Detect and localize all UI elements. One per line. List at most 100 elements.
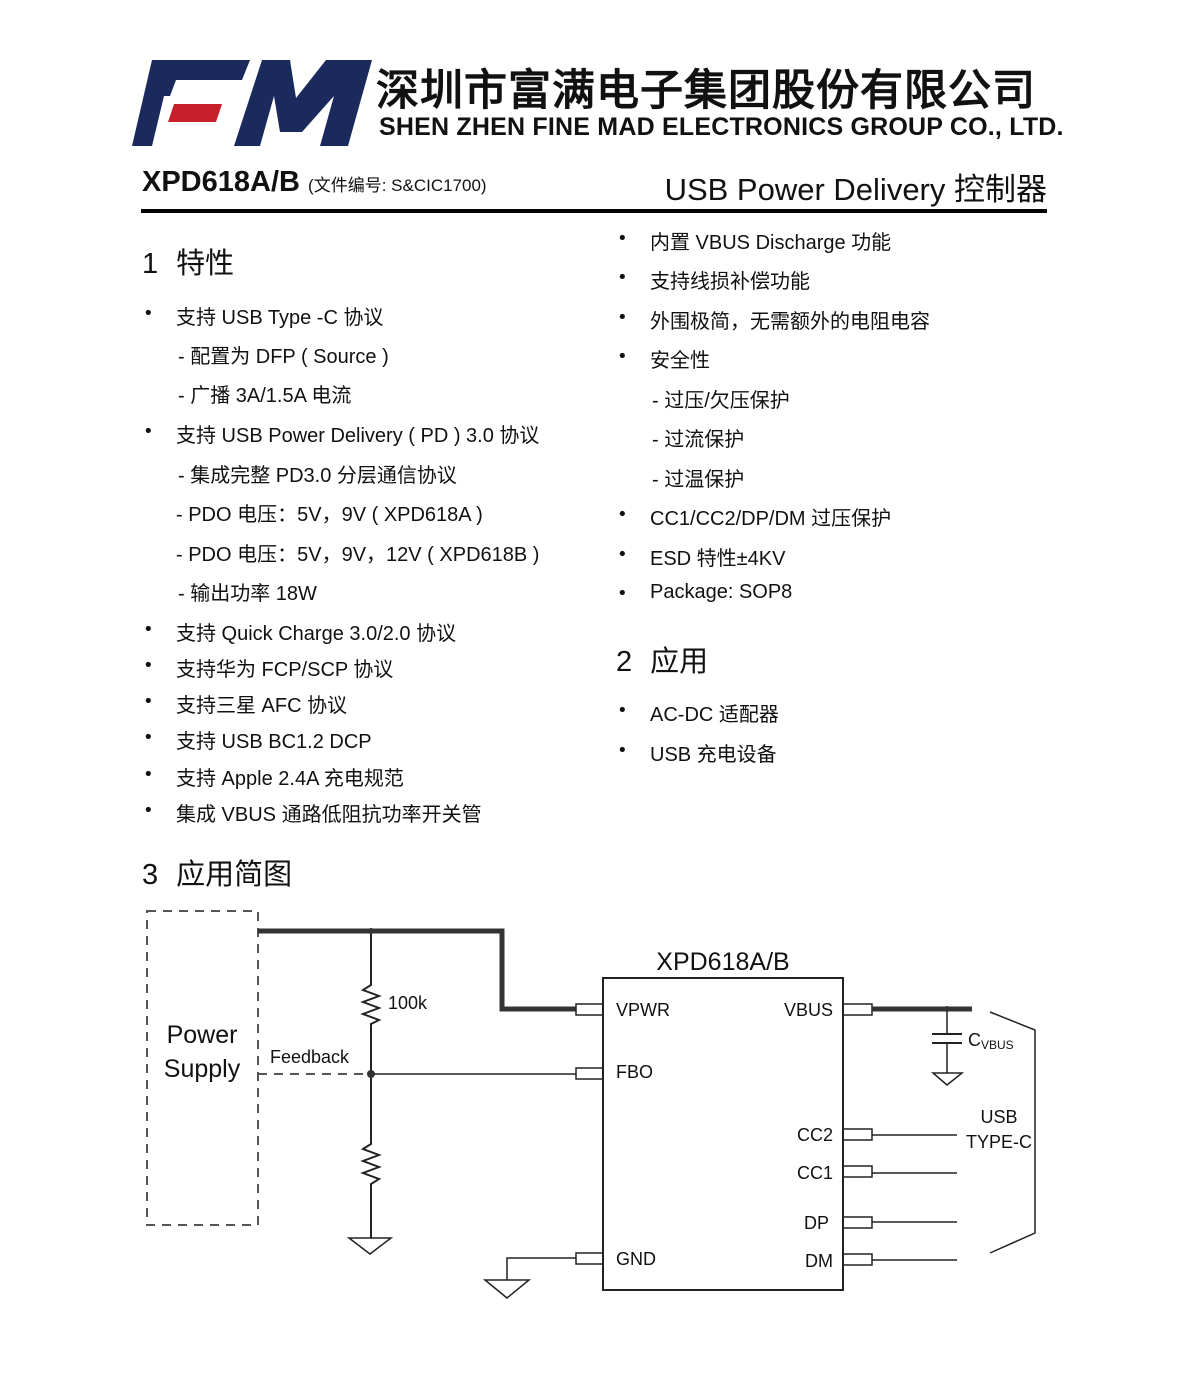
power-supply-label: Supply — [164, 1055, 241, 1083]
ground-icon — [482, 1279, 532, 1299]
resistor-value-label: 100k — [388, 993, 428, 1013]
feature-item: 支持 Quick Charge 3.0/2.0 协议 — [176, 617, 456, 646]
feature-item: 支持 USB BC1.2 DCP — [176, 725, 372, 754]
connector-label: TYPE-C — [966, 1132, 1032, 1152]
bullet-icon: • — [143, 619, 154, 640]
feature-text: 集成 VBUS 通路低阻抗功率开关管 — [176, 804, 482, 826]
feature-item: USB 充电设备 — [650, 738, 777, 767]
usb-connector-bracket — [989, 1011, 1036, 1254]
pin-label-cc2: CC2 — [797, 1125, 833, 1145]
feedback-label: Feedback — [270, 1047, 350, 1067]
ground-icon — [930, 1072, 965, 1086]
gnd-wire — [506, 1257, 576, 1280]
pin-gnd — [575, 1252, 604, 1265]
feature-item: - 配置为 DFP ( Source ) — [178, 340, 389, 369]
feature-text: 配置为 DFP ( Source ) — [190, 346, 389, 368]
feature-text: 支持三星 AFC 协议 — [176, 695, 348, 717]
feature-text: 支持 USB Type -C 协议 — [176, 307, 384, 329]
resistor-top — [360, 931, 382, 1074]
bullet-icon: • — [143, 421, 154, 442]
feature-text: 过压/欠压保护 — [664, 390, 790, 412]
pin-label-fbo: FBO — [616, 1062, 653, 1082]
pin-label-vbus: VBUS — [784, 1000, 833, 1020]
pin-dm — [842, 1253, 873, 1266]
feature-item: 外围极简，无需额外的电阻电容 — [650, 305, 930, 334]
feature-item: 集成 VBUS 通路低阻抗功率开关管 — [176, 798, 482, 827]
feature-item: 支持 USB Power Delivery ( PD ) 3.0 协议 — [176, 419, 539, 448]
dash-marker: - — [178, 465, 191, 487]
bullet-icon: • — [617, 346, 628, 367]
feature-text: 支持 USB Power Delivery ( PD ) 3.0 协议 — [176, 425, 540, 447]
feature-item: CC1/CC2/DP/DM 过压保护 — [650, 502, 891, 531]
bullet-icon: • — [143, 727, 154, 748]
feature-item: - PDO 电压：5V，9V，12V ( XPD618B ) — [176, 538, 539, 567]
doc-subtitle: USB Power Delivery 控制器 — [664, 172, 1047, 207]
vpwr-wire — [258, 928, 576, 1012]
feature-text: 集成完整 PD3.0 分层通信协议 — [190, 465, 457, 487]
bullet-icon: • — [617, 544, 628, 565]
pin-label-cc1: CC1 — [797, 1163, 833, 1183]
capacitor-label: CVBUS — [968, 1030, 1014, 1052]
bullet-icon: • — [143, 800, 154, 821]
feature-text: 广播 3A/1.5A 电流 — [190, 385, 352, 407]
bullet-icon: • — [143, 303, 154, 324]
feature-item: 支持 USB Type -C 协议 — [176, 301, 383, 330]
company-name-en: SHEN ZHEN FINE MAD ELECTRONICS GROUP CO.… — [379, 113, 1064, 141]
feature-item: - 过温保护 — [652, 463, 744, 492]
dash-marker: - — [176, 544, 189, 566]
dash-marker: - — [652, 429, 665, 451]
power-supply-box — [146, 910, 259, 1226]
feature-text: AC-DC 适配器 — [650, 704, 779, 726]
bullet-icon: • — [143, 764, 154, 785]
feature-item: 内置 VBUS Discharge 功能 — [650, 226, 891, 255]
feature-text: 过流保护 — [664, 429, 745, 451]
feature-item: - 输出功率 18W — [178, 577, 317, 606]
feature-item: - 广播 3A/1.5A 电流 — [178, 379, 351, 408]
feature-text: PDO 电压：5V，9V ( XPD618A ) — [188, 504, 483, 526]
feature-item: - 过流保护 — [652, 423, 744, 452]
bullet-icon: • — [617, 504, 628, 525]
feature-item: AC-DC 适配器 — [650, 698, 779, 727]
chip-name: XPD618A/B — [656, 948, 789, 976]
pin-label-vpwr: VPWR — [616, 1000, 670, 1020]
pin-vpwr — [575, 1003, 604, 1016]
pin-label-dm: DM — [805, 1251, 833, 1271]
bullet-icon: • — [617, 700, 628, 721]
pin-vbus — [842, 1003, 873, 1016]
power-supply-label: Power — [167, 1021, 238, 1049]
feature-item: 支持线损补偿功能 — [650, 265, 810, 294]
dash-marker: - — [178, 385, 191, 407]
pin-label-dp: DP — [804, 1213, 829, 1233]
bullet-icon: • — [617, 740, 628, 761]
feature-text: 支持华为 FCP/SCP 协议 — [176, 659, 394, 681]
feature-text: 过温保护 — [664, 469, 745, 491]
dash-marker: - — [652, 390, 665, 412]
part-number: XPD618A/B (文件编号: S&CIC1700) — [142, 166, 487, 198]
feature-item: - 过压/欠压保护 — [652, 384, 790, 413]
bullet-icon: • — [143, 691, 154, 712]
feature-text: ESD 特性±4KV — [650, 548, 786, 570]
company-logo — [132, 60, 372, 146]
dash-marker: - — [178, 583, 191, 605]
pin-label-gnd: GND — [616, 1249, 656, 1269]
bullet-icon: • — [617, 267, 628, 288]
doc-number: (文件编号: S&CIC1700) — [308, 176, 487, 195]
connector-label: USB — [980, 1107, 1017, 1127]
pin-fbo — [575, 1067, 604, 1080]
dash-marker: - — [652, 469, 665, 491]
bullet-icon: • — [143, 655, 154, 676]
dash-marker: - — [178, 346, 191, 368]
feature-text: 外围极简，无需额外的电阻电容 — [650, 311, 930, 333]
feature-text: USB 充电设备 — [650, 744, 777, 766]
feature-item: 支持 Apple 2.4A 充电规范 — [176, 762, 404, 791]
feature-item: - 集成完整 PD3.0 分层通信协议 — [178, 459, 457, 488]
header-divider — [141, 209, 1047, 213]
feature-text: 内置 VBUS Discharge 功能 — [650, 232, 892, 254]
feature-item: ESD 特性±4KV — [650, 542, 785, 571]
feature-item: 安全性 — [650, 344, 710, 373]
feature-text: PDO 电压：5V，9V，12V ( XPD618B ) — [188, 544, 540, 566]
